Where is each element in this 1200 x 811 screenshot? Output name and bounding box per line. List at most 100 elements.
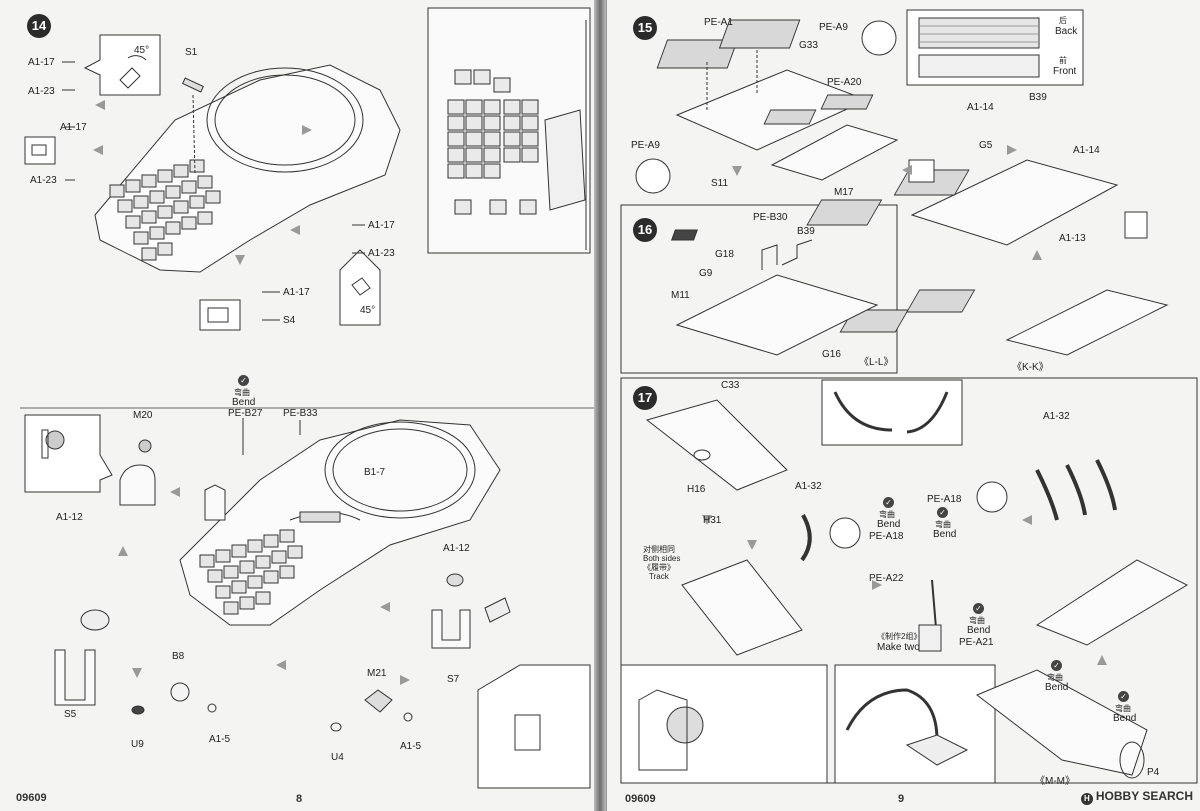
book-gutter <box>594 0 606 811</box>
part-label-pe-a21: PE-A21 <box>959 637 994 648</box>
part-label-a1-32: A1-32 <box>795 481 822 492</box>
part-label-a1-23: A1-23 <box>368 248 395 259</box>
part-label-pe-a20: PE-A20 <box>827 77 862 88</box>
track-label-en: Track <box>649 572 669 581</box>
bend-label-zh: 弯曲 <box>969 616 985 625</box>
part-label-b39: B39 <box>1029 92 1047 103</box>
part-label-g5: G5 <box>979 140 993 151</box>
part-label-m17: M17 <box>834 187 854 198</box>
part-label-a1-12: A1-12 <box>443 543 470 554</box>
back-label-en: Back <box>1055 26 1078 37</box>
part-label-a1-13: A1-13 <box>1059 233 1086 244</box>
part-label-s7: S7 <box>447 674 460 685</box>
part-label-a1-32: A1-32 <box>1043 411 1070 422</box>
part-label-pe-a22: PE-A22 <box>869 573 904 584</box>
kit-code: 09609 <box>625 793 656 805</box>
part-label-pe-a18: PE-A18 <box>869 531 904 542</box>
part-label-m20: M20 <box>133 410 153 421</box>
part-label-pe-a9: PE-A9 <box>819 22 848 33</box>
part-label-b8: B8 <box>172 651 185 662</box>
bend-check-icon: ✓ <box>238 375 249 386</box>
part-label-a1-12: A1-12 <box>56 512 83 523</box>
part-label-b39: B39 <box>797 226 815 237</box>
front-label-en: Front <box>1053 66 1077 77</box>
bend-label-zh: 弯曲 <box>234 388 250 397</box>
page-number: 9 <box>898 793 905 805</box>
part-label-u4: U4 <box>331 752 344 763</box>
part-label-a1-17: A1-17 <box>60 122 87 133</box>
front-label-zh: 前 <box>1059 56 1067 65</box>
page-number: 8 <box>296 793 303 805</box>
bend-check-icon: ✓ <box>973 603 984 614</box>
instruction-page-9: 15 PE-A1 PE-A9 G33 PE-A20 PE-A9 S11 M17 … <box>606 0 1200 811</box>
bend-label-en: Bend <box>1045 682 1069 693</box>
part-label-a1-5: A1-5 <box>209 734 231 745</box>
part-label-s4: S4 <box>283 315 296 326</box>
make-two-label-en: Make two <box>877 642 920 653</box>
instruction-page-8: 14 S1 A1-17 A1-23 A1-17 A1-23 A1-17 A1-2… <box>0 0 595 811</box>
part-label-s1: S1 <box>185 47 198 58</box>
bend-label-zh: 弯曲 <box>879 510 895 519</box>
bend-label-zh: 弯曲 <box>935 520 951 529</box>
watermark-text: HOBBY SEARCH <box>1095 789 1193 803</box>
make-two-label-zh: 《制作2组》 <box>877 632 922 641</box>
both-sides-label-en: Both sides <box>643 554 681 563</box>
part-label-m11: M11 <box>671 290 690 301</box>
step-15-badge: 15 <box>633 16 657 40</box>
view-label-ll: 《L-L》 <box>859 357 894 368</box>
bend-label-zh: 弯曲 <box>1115 704 1131 713</box>
bend-label-en: Bend <box>933 529 957 540</box>
back-label-zh: 后 <box>1059 16 1067 25</box>
part-label-pe-a18: PE-A18 <box>927 494 962 505</box>
bend-check-icon: ✓ <box>1118 691 1129 702</box>
bend-label-en: Bend <box>232 397 256 408</box>
part-label-m21: M21 <box>367 668 387 679</box>
part-label-a1-17: A1-17 <box>28 57 55 68</box>
part-label-g16: G16 <box>822 349 841 360</box>
part-label-pe-b27: PE-B27 <box>228 408 263 419</box>
part-label-a1-17: A1-17 <box>283 287 310 298</box>
part-label-a1-5: A1-5 <box>400 741 422 752</box>
view-label-mm: 《M-M》 <box>1035 776 1075 787</box>
hobby-search-logo-icon: H <box>1080 793 1093 805</box>
part-label-g33: G33 <box>799 40 818 51</box>
part-label-a1-17: A1-17 <box>368 220 395 231</box>
part-label-g18: G18 <box>715 249 734 260</box>
view-label-kk: 《K-K》 <box>1012 362 1049 373</box>
step-14-badge: 14 <box>27 14 51 38</box>
bend-label-en: Bend <box>877 519 901 530</box>
part-label-s5: S5 <box>64 709 77 720</box>
bend-check-icon: ✓ <box>883 497 894 508</box>
part-label-a1-23: A1-23 <box>28 86 55 97</box>
part-label-pe-a9: PE-A9 <box>631 140 660 151</box>
bend-check-icon: ✓ <box>1051 660 1062 671</box>
part-label-a1-14: A1-14 <box>967 102 994 113</box>
step-17-badge: 17 <box>633 386 657 410</box>
part-label-g9: G9 <box>699 268 713 279</box>
track-label-zh: 《履带》 <box>643 563 675 572</box>
part-label-b1-7: B1-7 <box>364 467 386 478</box>
bend-label-en: Bend <box>967 625 991 636</box>
bend-label-zh: 弯曲 <box>1047 673 1063 682</box>
part-label-p4: P4 <box>1147 767 1160 778</box>
part-label-u9: U9 <box>131 739 144 750</box>
kit-code: 09609 <box>16 792 47 804</box>
bend-label-en: Bend <box>1113 713 1137 724</box>
angle-label: 45° <box>134 45 150 56</box>
part-label-s11: S11 <box>711 178 729 189</box>
bend-check-icon: ✓ <box>937 507 948 518</box>
both-sides-label-zh: 对侧相同 <box>643 545 675 554</box>
part-label-pe-a1: PE-A1 <box>704 17 733 28</box>
left-page-drawings <box>20 7 594 789</box>
part-label-pe-b33: PE-B33 <box>283 408 318 419</box>
step-16-badge: 16 <box>633 218 657 242</box>
part-label-a1-23: A1-23 <box>30 175 57 186</box>
angle-label: 45° <box>360 305 376 316</box>
part-label-pe-b30: PE-B30 <box>753 212 788 223</box>
part-label-h16: H16 <box>687 484 706 495</box>
part-label-h31: H31 <box>703 515 722 526</box>
part-label-c33: C33 <box>721 380 740 391</box>
right-page-drawings <box>620 9 1198 784</box>
part-label-a1-14: A1-14 <box>1073 145 1100 156</box>
